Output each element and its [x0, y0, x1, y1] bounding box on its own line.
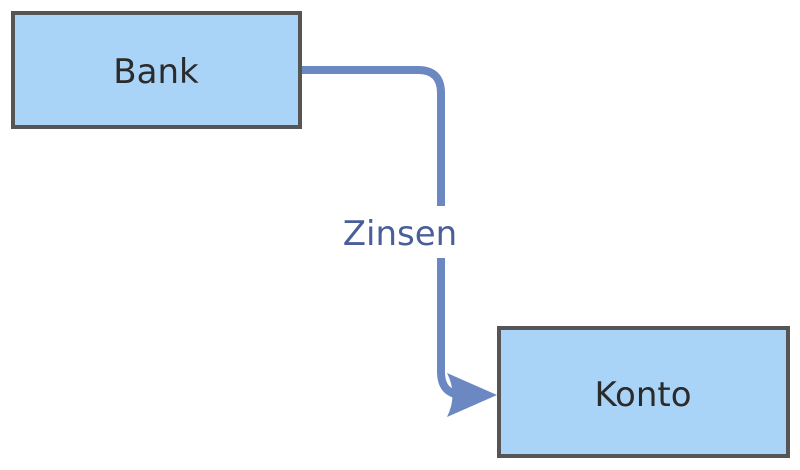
node-konto[interactable]: Konto [497, 326, 790, 458]
node-bank[interactable]: Bank [11, 11, 302, 129]
edge-arrowhead [447, 373, 497, 417]
edge-label-background [336, 206, 466, 258]
node-bank-box [11, 11, 302, 129]
node-bank-label: Bank [113, 52, 199, 92]
node-konto-label: Konto [594, 375, 691, 415]
edge-label: Zinsen [343, 214, 457, 254]
node-konto-box [497, 326, 790, 458]
